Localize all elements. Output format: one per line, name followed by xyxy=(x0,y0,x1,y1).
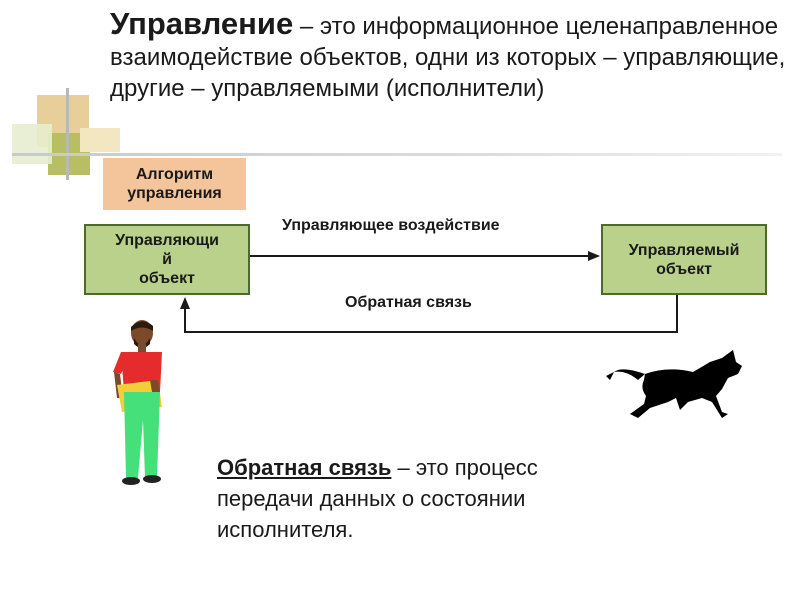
heading-term: Управление xyxy=(110,6,294,41)
heading-text: – это информационное целенаправленное вз… xyxy=(110,13,786,102)
decor-horizontal-line xyxy=(12,153,782,156)
controlled-object-box: Управляемый объект xyxy=(601,224,767,295)
controlling-object-box: Управляющи й объект xyxy=(84,224,250,295)
heading: Управление – это информационное целенапр… xyxy=(110,8,790,104)
feedback-arrow xyxy=(180,295,678,333)
algorithm-box-label: Алгоритм управления xyxy=(127,166,222,202)
decor-vertical-line xyxy=(66,88,69,180)
feedback-label: Обратная связь xyxy=(345,294,472,311)
controlled-object-label: Управляемый объект xyxy=(628,241,740,278)
feedback-definition: Обратная связь – это процесс передачи да… xyxy=(217,452,597,545)
feedback-definition-text: – это процесс передачи данных о состояни… xyxy=(217,455,538,542)
controlling-object-label: Управляющи й объект xyxy=(115,232,219,287)
dog-silhouette-icon xyxy=(606,350,742,418)
control-action-label: Управляющее воздействие xyxy=(282,217,500,234)
feedback-definition-term: Обратная связь xyxy=(217,455,392,480)
decor-square-light xyxy=(12,124,52,164)
person-illustration xyxy=(113,320,162,485)
decor-square-pale xyxy=(80,128,120,152)
algorithm-box: Алгоритм управления xyxy=(103,158,246,210)
